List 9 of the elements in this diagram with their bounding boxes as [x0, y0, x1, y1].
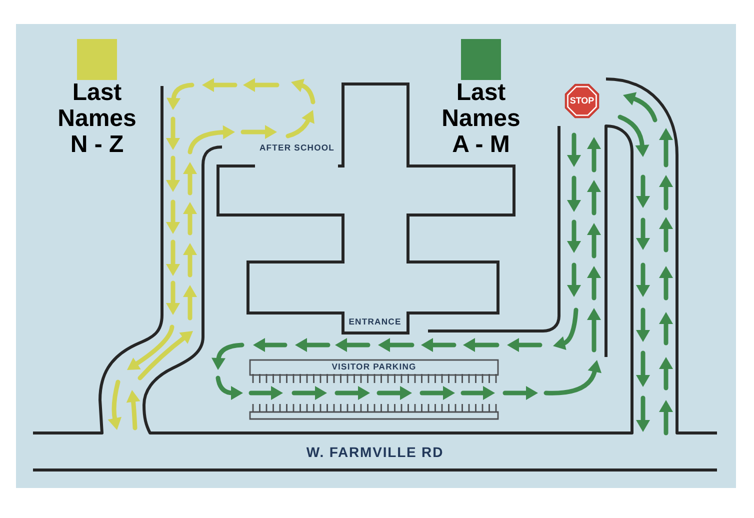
after-school-door-label: AFTER SCHOOL: [260, 144, 334, 152]
legend-label: Last Names N - Z: [56, 80, 138, 158]
entrance-label: ENTRANCE: [348, 318, 402, 326]
stop-sign: [564, 83, 600, 119]
parking-lot-sign: [249, 359, 499, 375]
stop-label: STOP: [570, 96, 594, 106]
legend-label: Last Names A - M: [440, 80, 522, 158]
parking-lot-label: VISITOR PARKING: [332, 362, 416, 372]
road-name-label: W. FARMVILLE RD: [306, 445, 444, 459]
